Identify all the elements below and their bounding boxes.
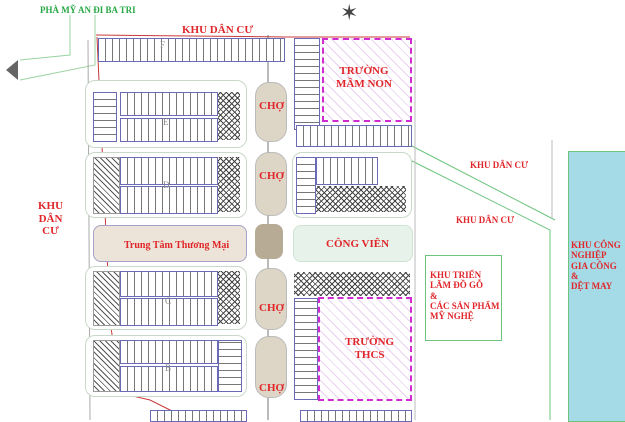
market-3-label: CHỢ [259,302,285,314]
label-line: KHU TRIỂN [430,270,482,280]
market-2 [255,152,287,216]
industrial-label: KHU CÔNG NGHIỆP GIA CÔNG & DỆT MAY [571,240,621,292]
direction-arrow-icon [6,60,18,80]
roundabout [255,224,283,259]
label-line: KHU CÔNG [571,240,621,250]
block-f-lots [98,38,285,62]
label-line: & [571,271,579,282]
label-line: LÃM ĐỒ GỖ [430,280,483,291]
industrial-zone [568,151,625,422]
label-line: MỸ NGHỆ [430,311,474,322]
label-line: CƯ [42,225,59,238]
block-e-lots-right [218,92,240,140]
lots-row [296,125,412,147]
bottom-lots-right [300,410,412,422]
block-letter: E [163,117,169,127]
block-e-lots-bottom [120,118,218,142]
exhibition-label: KHU TRIỂN LÃM ĐỒ GỖ & CÁC SẢN PHẨM MỸ NG… [430,270,500,322]
block-letter: C [165,296,172,306]
compass-icon: ✶ [340,0,359,25]
label-line: CÁC SẢN PHẨM [430,301,500,312]
block-letter: F [160,40,166,50]
lots-column-thcs [294,298,318,400]
block-e-lots-left [93,92,117,142]
park-label: CÔNG VIÊN [326,238,390,250]
block-c-lots-left [93,271,120,326]
lots-row-thcs [294,272,410,296]
commercial-center [93,225,247,262]
kindergarten-area [322,38,412,122]
residential-left-label: KHU DÂN CƯ [38,200,63,238]
middle-school-area [318,297,412,401]
exhibition-area [425,255,502,341]
block-b-lots-top [120,340,218,364]
label-line: TRƯỜNG [345,336,395,348]
park [293,225,413,262]
block-b-lots-bottom [120,366,218,392]
lots-left [296,157,316,214]
block-c-lots-bottom [120,298,218,326]
lots-top [316,157,378,185]
lots-bottom [316,186,406,212]
label-line: KHU [38,200,64,212]
block-b-lots-right [218,340,242,392]
label-line: DÂN [38,212,63,225]
block-b-lots-left [93,340,120,392]
market-3 [255,268,287,330]
label-line: THCS [354,348,385,361]
label-line: NGHIỆP [571,250,607,261]
market-4 [255,336,287,398]
block-letter: B [165,363,172,373]
label-line: DỆT MAY [571,281,613,292]
block-letter: D [163,180,170,190]
block-c-lots-right [218,271,240,324]
market-4-label: CHỢ [259,382,285,394]
block-d-lots-bottom [120,186,218,214]
market-2-label: CHỢ [259,170,285,182]
ferry-road-label: PHÀ MỸ AN ĐI BA TRI [40,5,136,15]
label-line: GIA CÔNG [571,260,617,271]
residential-right-label-1: KHU DÂN CƯ [470,160,529,170]
market-1-label: CHỢ [259,100,285,112]
bottom-lots [150,410,247,422]
label-line: & [430,290,438,301]
block-e-lots-top [120,92,218,116]
commercial-center-label: Trung Tâm Thương Mại [124,240,230,251]
kindergarten-label: TRƯỜNG MẦM NON [336,65,392,90]
market-1 [255,82,287,142]
middle-school-label: TRƯỜNG THCS [345,336,394,361]
block-d-lots-top [120,157,218,185]
label-line: TRƯỜNG [339,65,389,77]
lots-column [294,38,320,130]
block-d-lots-left [93,157,120,214]
residential-top-label: KHU DÂN CƯ [182,24,254,36]
residential-right-label-2: KHU DÂN CƯ [456,215,515,225]
block-c-lots-top [120,271,218,297]
label-line: MẦM NON [336,77,392,90]
block-d-lots-right [218,157,240,212]
